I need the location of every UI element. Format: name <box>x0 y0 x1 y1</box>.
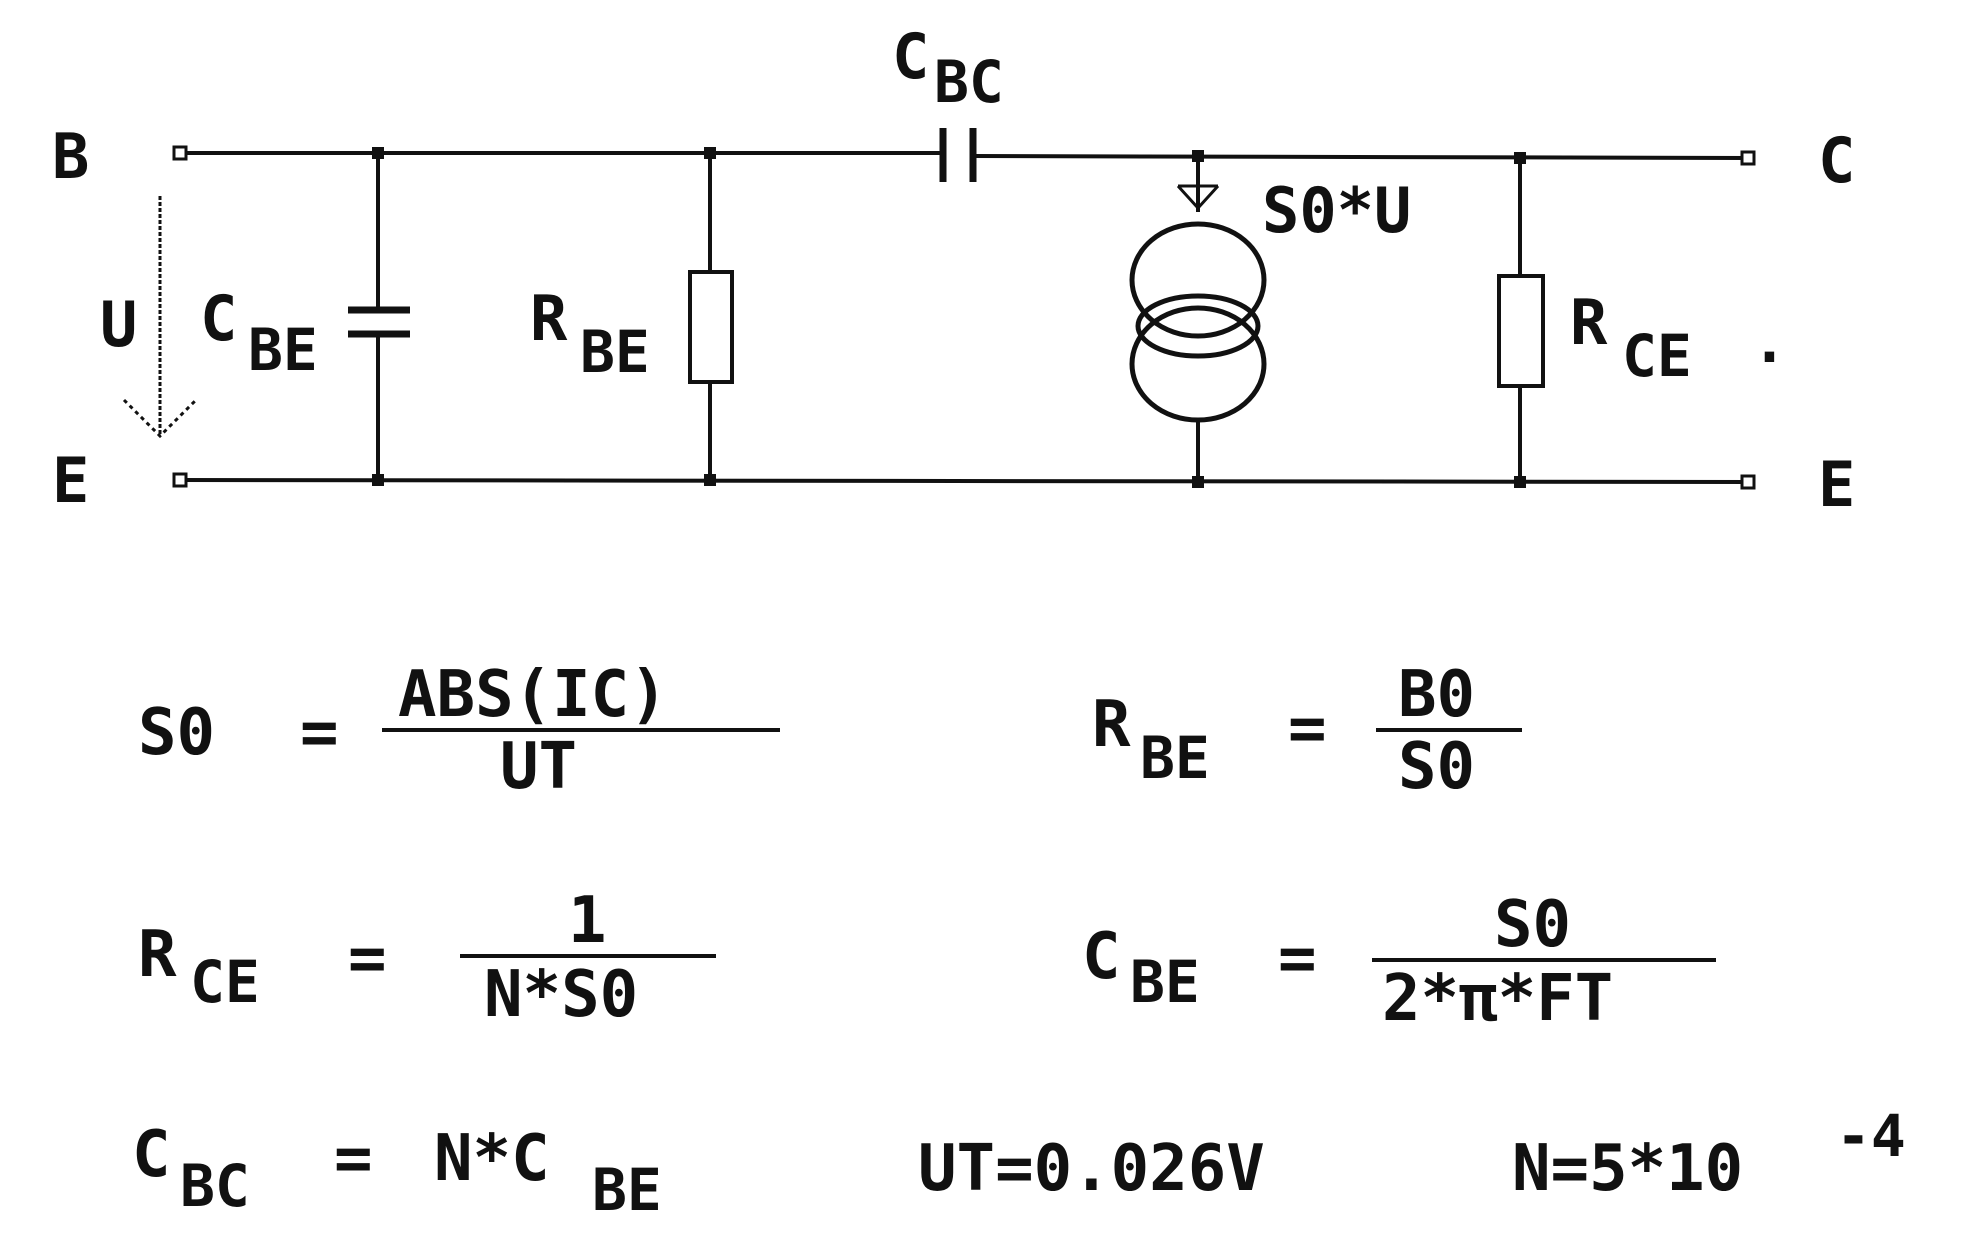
svg-text:C: C <box>1082 920 1121 994</box>
svg-text:R: R <box>138 918 177 992</box>
formula-rbe: R BE = B0 S0 <box>1092 658 1522 804</box>
svg-text:S0: S0 <box>1398 730 1475 804</box>
circuit <box>122 128 1756 490</box>
svg-text:BC: BC <box>934 48 1004 116</box>
formulas: S0 = ABS(IC) UT R BE = B0 S0 R CE = 1 N*… <box>132 658 1906 1224</box>
svg-text:=: = <box>348 922 387 996</box>
svg-text:CE: CE <box>190 948 260 1016</box>
svg-text:BE: BE <box>580 318 650 386</box>
svg-text:BE: BE <box>592 1156 662 1224</box>
top-wire-right <box>972 154 1749 160</box>
svg-text:ABS(IC): ABS(IC) <box>398 658 668 732</box>
svg-text:UT: UT <box>500 730 577 804</box>
svg-text:=: = <box>300 696 339 770</box>
svg-text:=: = <box>1278 922 1317 996</box>
stray-dot: . <box>1752 308 1787 376</box>
svg-text:N*S0: N*S0 <box>484 958 638 1032</box>
voltage-label: U <box>100 288 137 361</box>
svg-text:2*π*FT: 2*π*FT <box>1382 962 1613 1036</box>
svg-text:=: = <box>334 1122 373 1196</box>
rbe-resistor <box>688 153 734 480</box>
svg-text:C: C <box>132 1118 171 1192</box>
cbe-capacitor <box>348 153 410 480</box>
svg-text:N*C: N*C <box>434 1122 550 1196</box>
terminal-b <box>172 145 188 161</box>
svg-text:1: 1 <box>568 884 607 958</box>
cbe-label: C BE <box>200 282 318 384</box>
cbc-label: C BC <box>892 20 1004 116</box>
node-label-c: C <box>1818 124 1855 197</box>
cbc-capacitor <box>939 128 977 182</box>
rbe-label: R BE <box>530 282 650 386</box>
voltage-arrow <box>122 196 198 439</box>
svg-text:B0: B0 <box>1398 658 1475 732</box>
svg-text:R: R <box>530 282 568 355</box>
terminal-e-right <box>1740 474 1756 490</box>
formula-s0: S0 = ABS(IC) UT <box>138 658 780 804</box>
svg-text:-4: -4 <box>1836 1102 1906 1170</box>
bottom-wire <box>179 478 1749 484</box>
node-label-b: B <box>52 120 89 193</box>
svg-text:N=5*10: N=5*10 <box>1512 1132 1743 1206</box>
formula-cbe: C BE = S0 2*π*FT <box>1082 888 1716 1036</box>
formula-cbc: C BC = N*C BE <box>132 1118 662 1224</box>
formula-n: N=5*10 -4 <box>1512 1102 1906 1206</box>
svg-text:C: C <box>892 20 929 93</box>
svg-text:S0: S0 <box>138 696 215 770</box>
rce-resistor <box>1497 158 1545 482</box>
svg-text:BC: BC <box>180 1152 250 1220</box>
svg-text:BE: BE <box>1130 948 1200 1016</box>
svg-text:R: R <box>1570 286 1608 359</box>
rce-label: R CE . <box>1570 286 1787 390</box>
formula-ut: UT=0.026V <box>918 1132 1265 1206</box>
terminal-e-left <box>172 472 188 488</box>
circuit-labels: B C E E U C BE R BE C BC S0*U R CE . <box>52 20 1855 521</box>
node-label-e-right: E <box>1818 448 1855 521</box>
svg-text:R: R <box>1092 688 1131 762</box>
svg-text:BE: BE <box>248 316 318 384</box>
current-source <box>1129 156 1267 482</box>
source-label: S0*U <box>1262 174 1411 247</box>
svg-text:BE: BE <box>1140 724 1210 792</box>
svg-text:CE: CE <box>1622 322 1692 390</box>
node-label-e-left: E <box>52 444 89 517</box>
formula-rce: R CE = 1 N*S0 <box>138 884 716 1032</box>
svg-text:C: C <box>200 282 237 355</box>
svg-text:=: = <box>1288 692 1327 766</box>
svg-text:S0: S0 <box>1494 888 1571 962</box>
terminal-c <box>1740 150 1756 166</box>
